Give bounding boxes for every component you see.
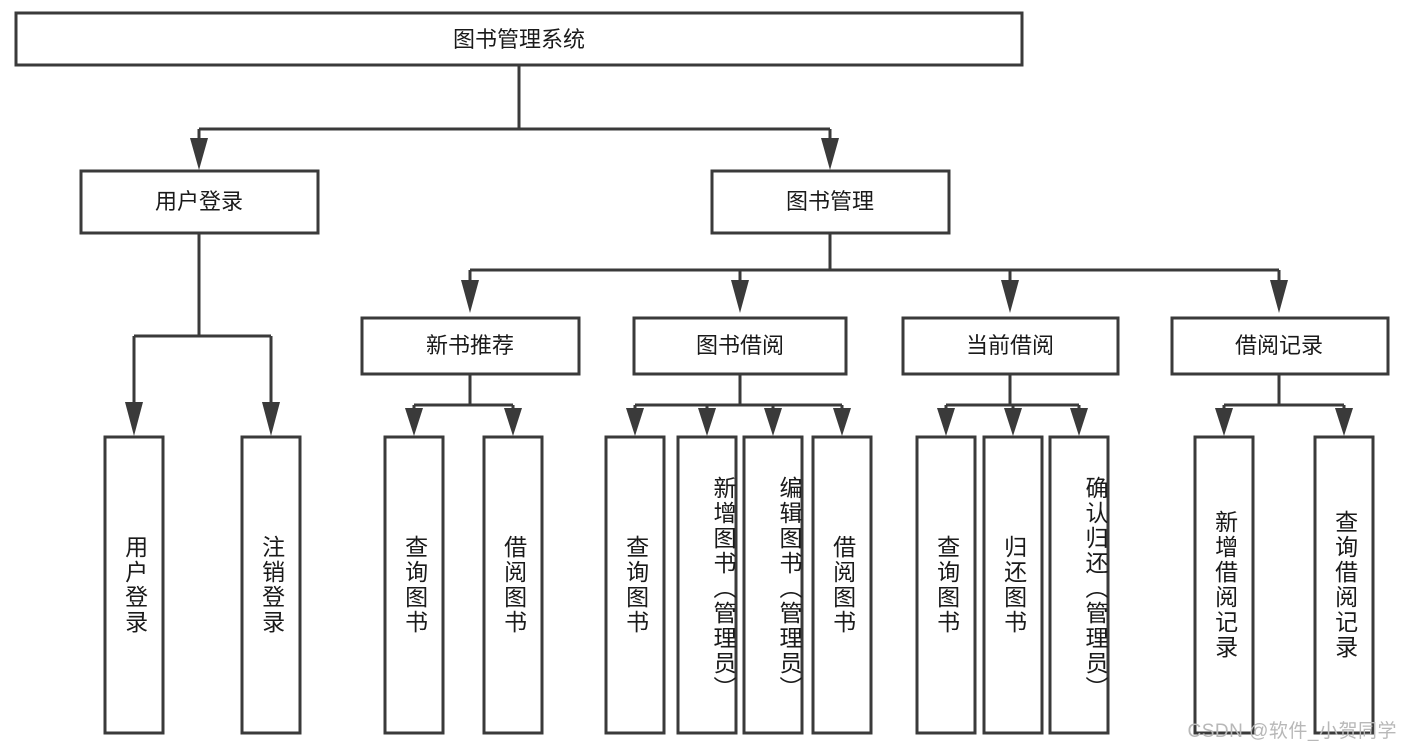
node-book-borrow[interactable]	[632, 316, 848, 376]
node-book-manage[interactable]	[710, 169, 951, 235]
leaf-box-new-book-2[interactable]	[482, 435, 544, 735]
node-current-borrow[interactable]	[901, 316, 1120, 376]
leaf-box-user-login-2[interactable]	[240, 435, 302, 735]
leaf-box-current-borrow-2[interactable]	[982, 435, 1044, 735]
arrowhead-level3-1	[461, 280, 479, 313]
arrowhead-currentborrow-leaf-3	[1070, 408, 1088, 436]
node-book-manage-label: 图书管理	[786, 189, 874, 214]
node-current-borrow-label: 当前借阅	[966, 333, 1054, 358]
csdn-watermark: CSDN @软件_小贺同学	[1187, 721, 1397, 742]
arrowhead-level3-4	[1270, 280, 1288, 313]
arrowhead-level3-2	[731, 280, 749, 313]
node-user-login-label: 用户登录	[155, 189, 243, 214]
node-borrow-record[interactable]	[1170, 316, 1390, 376]
arrowhead-currentborrow-leaf-2	[1004, 408, 1022, 436]
arrowhead-userlogin-leaf-2	[262, 402, 280, 436]
arrowhead-newbook-leaf-2	[504, 408, 522, 436]
arrowhead-bookborrow-leaf-1	[626, 408, 644, 436]
node-new-book-recommend[interactable]	[360, 316, 581, 376]
leaf-box-new-book-1[interactable]	[383, 435, 445, 735]
node-root[interactable]	[14, 11, 1024, 67]
arrowhead-borrowrecord-leaf-2	[1335, 408, 1353, 436]
leaf-box-book-borrow-4[interactable]	[811, 435, 873, 735]
arrowhead-level3-3	[1001, 280, 1019, 313]
leaf-box-user-login-1[interactable]	[103, 435, 165, 735]
arrowhead-bookborrow-leaf-3	[764, 408, 782, 436]
node-root-label: 图书管理系统	[453, 27, 585, 52]
arrowhead-bookborrow-leaf-2	[698, 408, 716, 436]
arrowhead-newbook-leaf-1	[405, 408, 423, 436]
leaf-box-borrow-record-2[interactable]	[1313, 435, 1375, 735]
node-user-login[interactable]	[79, 169, 320, 235]
arrowhead-currentborrow-leaf-1	[937, 408, 955, 436]
arrowhead-bookborrow-leaf-4	[833, 408, 851, 436]
leaf-box-borrow-record-1[interactable]	[1193, 435, 1255, 735]
arrowhead-user-login	[190, 138, 208, 170]
leaf-box-book-borrow-2[interactable]	[676, 435, 738, 735]
leaf-box-book-borrow-3[interactable]	[742, 435, 804, 735]
node-new-book-recommend-label: 新书推荐	[426, 333, 514, 358]
arrowhead-borrowrecord-leaf-1	[1215, 408, 1233, 436]
node-book-borrow-label: 图书借阅	[696, 333, 784, 358]
leaf-box-current-borrow-1[interactable]	[915, 435, 977, 735]
node-borrow-record-label: 借阅记录	[1235, 333, 1323, 358]
leaf-box-book-borrow-1[interactable]	[604, 435, 666, 735]
arrowhead-userlogin-leaf-1	[125, 402, 143, 436]
arrowhead-book-manage	[821, 138, 839, 170]
node-layer: 图书管理系统 用户登录 图书管理 新书推荐 图书借阅 当前借阅 借阅记录	[14, 11, 1390, 735]
connector-layer	[125, 65, 1353, 436]
leaf-box-current-borrow-3[interactable]	[1048, 435, 1110, 735]
